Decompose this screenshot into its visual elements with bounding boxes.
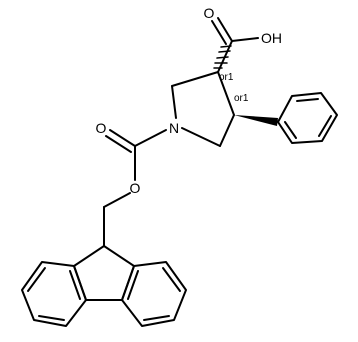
carbamate-c-o-double-bond-1 [109, 129, 136, 147]
ring-c5-c4-bond [219, 114, 235, 147]
bold-wedge-bond [234, 115, 278, 126]
ring-c2-n-bond [171, 85, 177, 119]
carbamate-group [103, 129, 167, 247]
n-carbonyl-bond [134, 129, 167, 147]
fluorene-left-benzene [21, 261, 87, 327]
atom-n-ring: N [169, 120, 179, 136]
o-ch2-bond [103, 192, 131, 208]
stereo-label-c4: or1 [234, 93, 249, 104]
atom-o-acid-carbonyl: O [204, 5, 215, 21]
acid-c-oh-bond [231, 37, 259, 42]
fluorenyl-group [21, 245, 187, 327]
ring-n-c5-bond [181, 127, 221, 147]
acid-c-o-double-bond-2 [211, 20, 227, 45]
phenyl-ring [277, 92, 338, 144]
atom-o-carbamate-ester: O [130, 180, 141, 196]
atom-oh-acid: OH [261, 30, 282, 46]
hashed-wedge-bond [213, 45, 232, 69]
carboxylic-acid-group [211, 17, 259, 73]
pyrrolidine-ring [171, 71, 235, 147]
carbamate-c-o-double-bond-2 [105, 135, 132, 153]
ring-c4-c3-bond [217, 71, 235, 116]
ring-c3-c2-bond [171, 71, 219, 87]
stereo-label-c3: or1 [219, 72, 234, 83]
fluorene-right-benzene [121, 261, 187, 327]
atom-o-carbamate-carbonyl: O [96, 120, 107, 136]
acid-c-o-double-bond-1 [217, 17, 233, 42]
